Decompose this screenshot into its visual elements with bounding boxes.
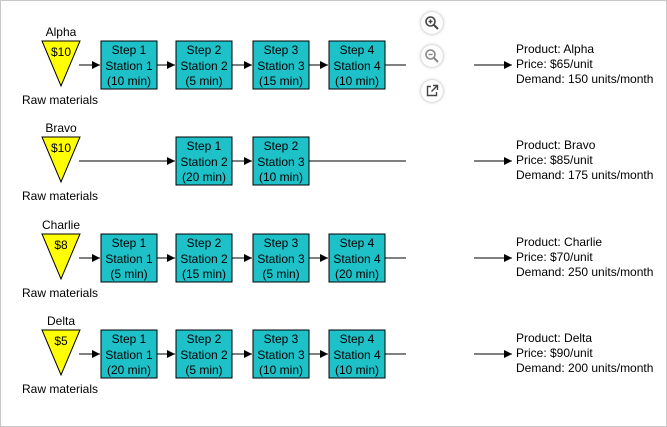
step-box[interactable] bbox=[175, 136, 233, 186]
product-info-line: Price: $70/unit bbox=[516, 250, 593, 264]
step-time-label: (20 min) bbox=[182, 170, 226, 184]
product-info-line: Demand: 200 units/month bbox=[516, 361, 653, 375]
step-time-label: (10 min) bbox=[335, 363, 379, 377]
raw-material-triangle[interactable] bbox=[41, 40, 81, 88]
step-label: Step 4 bbox=[340, 332, 375, 346]
station-label: Station 3 bbox=[257, 348, 305, 362]
zoom-out-icon bbox=[425, 49, 439, 63]
step-time-label: (5 min) bbox=[185, 363, 222, 377]
step-time-label: (15 min) bbox=[182, 267, 226, 281]
step-time-label: (10 min) bbox=[107, 74, 151, 88]
station-label: Station 4 bbox=[333, 59, 381, 73]
step-label: Step 3 bbox=[264, 332, 299, 346]
product-info-line: Demand: 150 units/month bbox=[516, 72, 653, 86]
product-name-label: Delta bbox=[47, 314, 75, 328]
step-label: Step 4 bbox=[340, 236, 375, 250]
station-label: Station 1 bbox=[105, 348, 153, 362]
station-label: Station 1 bbox=[105, 252, 153, 266]
step-box[interactable] bbox=[252, 136, 310, 186]
station-label: Station 4 bbox=[333, 348, 381, 362]
product-info-line: Product: Delta bbox=[516, 331, 592, 345]
zoom-out-button[interactable] bbox=[421, 45, 443, 67]
station-label: Station 2 bbox=[180, 252, 228, 266]
product-name-label: Alpha bbox=[46, 25, 77, 39]
step-time-label: (5 min) bbox=[185, 74, 222, 88]
step-label: Step 3 bbox=[264, 43, 299, 57]
raw-material-price: $8 bbox=[54, 238, 68, 252]
step-label: Step 4 bbox=[340, 43, 375, 57]
step-box[interactable] bbox=[252, 329, 310, 379]
raw-materials-label: Raw materials bbox=[22, 93, 98, 107]
step-box[interactable] bbox=[100, 40, 158, 90]
step-label: Step 1 bbox=[112, 236, 147, 250]
product-info-line: Demand: 250 units/month bbox=[516, 265, 653, 279]
step-label: Step 2 bbox=[187, 43, 222, 57]
station-label: Station 2 bbox=[180, 59, 228, 73]
station-label: Station 4 bbox=[333, 252, 381, 266]
step-label: Step 3 bbox=[264, 236, 299, 250]
product-info-line: Price: $65/unit bbox=[516, 57, 593, 71]
raw-material-price: $10 bbox=[51, 45, 71, 59]
step-box[interactable] bbox=[100, 329, 158, 379]
step-box[interactable] bbox=[175, 40, 233, 90]
step-box[interactable] bbox=[328, 329, 386, 379]
step-box[interactable] bbox=[252, 233, 310, 283]
product-name-label: Charlie bbox=[42, 218, 80, 232]
open-external-button[interactable] bbox=[421, 80, 443, 102]
step-time-label: (10 min) bbox=[259, 170, 303, 184]
product-info-line: Demand: 175 units/month bbox=[516, 168, 653, 182]
step-label: Step 2 bbox=[264, 139, 299, 153]
step-time-label: (20 min) bbox=[107, 363, 151, 377]
raw-material-triangle[interactable] bbox=[41, 233, 81, 281]
station-label: Station 1 bbox=[105, 59, 153, 73]
raw-material-price: $5 bbox=[54, 334, 68, 348]
product-info-line: Product: Charlie bbox=[516, 235, 602, 249]
step-label: Step 1 bbox=[187, 139, 222, 153]
station-label: Station 2 bbox=[180, 348, 228, 362]
station-label: Station 3 bbox=[257, 155, 305, 169]
step-box[interactable] bbox=[100, 233, 158, 283]
step-time-label: (20 min) bbox=[335, 267, 379, 281]
raw-material-price: $10 bbox=[51, 141, 71, 155]
step-time-label: (15 min) bbox=[259, 74, 303, 88]
raw-material-triangle[interactable] bbox=[41, 136, 81, 184]
product-info-line: Product: Bravo bbox=[516, 138, 596, 152]
product-name-label: Bravo bbox=[45, 121, 77, 135]
zoom-in-icon bbox=[425, 16, 439, 30]
step-box[interactable] bbox=[328, 233, 386, 283]
raw-material-triangle[interactable] bbox=[41, 329, 81, 377]
step-label: Step 1 bbox=[112, 332, 147, 346]
open-external-icon bbox=[426, 84, 439, 97]
step-time-label: (5 min) bbox=[262, 267, 299, 281]
step-time-label: (10 min) bbox=[259, 363, 303, 377]
zoom-in-button[interactable] bbox=[421, 12, 443, 34]
step-box[interactable] bbox=[328, 40, 386, 90]
step-box[interactable] bbox=[175, 329, 233, 379]
step-label: Step 1 bbox=[112, 43, 147, 57]
station-label: Station 3 bbox=[257, 252, 305, 266]
raw-materials-label: Raw materials bbox=[22, 189, 98, 203]
step-label: Step 2 bbox=[187, 332, 222, 346]
raw-materials-label: Raw materials bbox=[22, 286, 98, 300]
raw-materials-label: Raw materials bbox=[22, 382, 98, 396]
product-info-line: Product: Alpha bbox=[516, 42, 594, 56]
step-time-label: (5 min) bbox=[110, 267, 147, 281]
step-box[interactable] bbox=[175, 233, 233, 283]
step-box[interactable] bbox=[252, 40, 310, 90]
product-info-line: Price: $90/unit bbox=[516, 346, 593, 360]
product-info-line: Price: $85/unit bbox=[516, 153, 593, 167]
step-time-label: (10 min) bbox=[335, 74, 379, 88]
step-label: Step 2 bbox=[187, 236, 222, 250]
station-label: Station 3 bbox=[257, 59, 305, 73]
station-label: Station 2 bbox=[180, 155, 228, 169]
